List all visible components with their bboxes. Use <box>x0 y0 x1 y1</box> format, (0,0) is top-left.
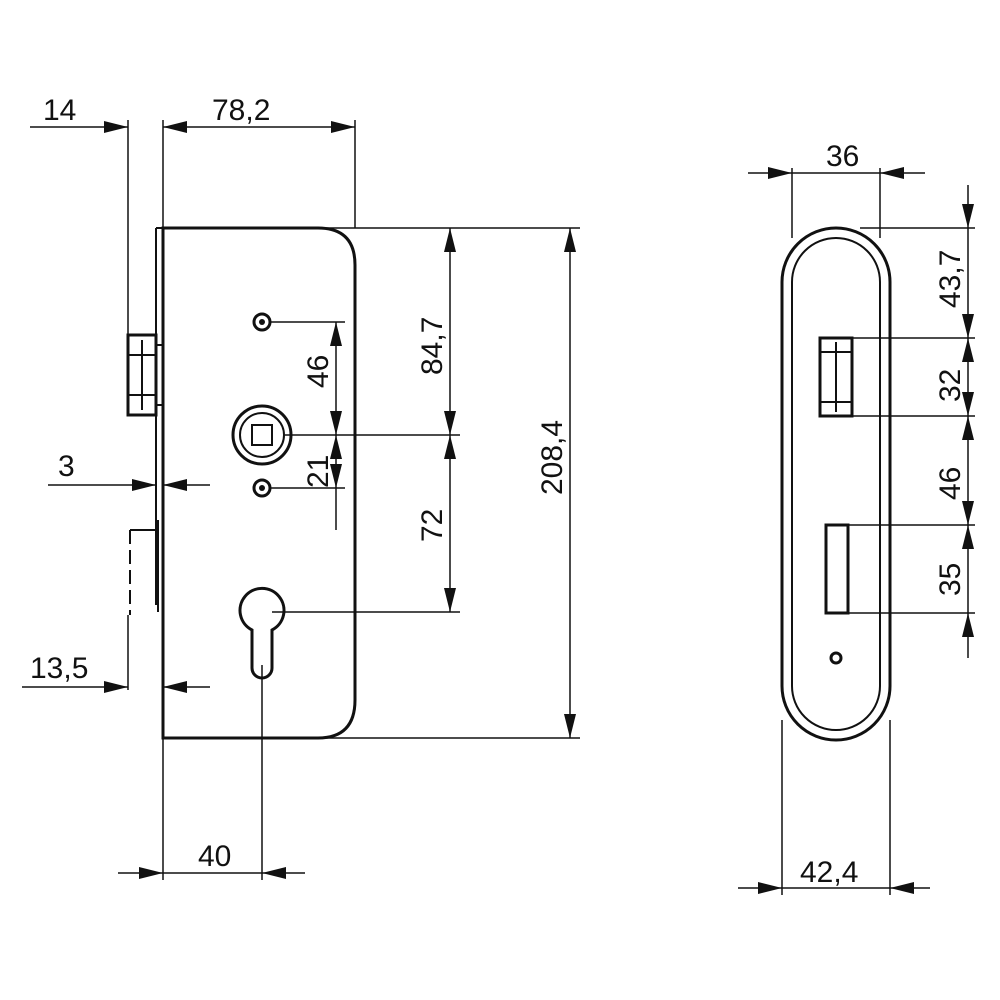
lock-case-outline <box>161 226 357 740</box>
dim-42-4: 42,4 <box>738 856 930 894</box>
latch-bolt <box>126 333 163 417</box>
dim-label-36: 36 <box>826 140 859 173</box>
faceplate-view: 36 43,7 32 46 35 <box>738 140 975 895</box>
latch-bolt-front <box>818 336 854 418</box>
dim-208-4: 208,4 <box>536 228 576 738</box>
follower-spindle-hole <box>231 404 293 466</box>
dim-35: 35 <box>934 525 974 658</box>
front-view: 14 78,2 3 13,5 <box>22 94 580 880</box>
cylinder-keyhole <box>238 586 286 680</box>
dim-43-7: 43,7 <box>934 185 974 338</box>
dim-32: 32 <box>934 338 974 416</box>
dim-46-front: 46 <box>302 322 342 435</box>
faceplate-screw <box>829 651 843 665</box>
dim-14: 14 <box>30 94 128 133</box>
dead-bolt-hidden <box>129 520 159 615</box>
dim-label-208-4: 208,4 <box>536 420 569 495</box>
faceplate-extension-lines <box>781 168 975 895</box>
dim-label-46-front: 46 <box>302 355 335 388</box>
dim-13-5: 13,5 <box>22 652 210 693</box>
dim-label-13-5: 13,5 <box>30 652 88 685</box>
dead-bolt-slot <box>824 523 850 615</box>
dim-46-faceplate: 46 <box>934 416 974 525</box>
dim-label-84-7: 84,7 <box>416 317 449 375</box>
dim-36: 36 <box>748 140 925 179</box>
dim-label-42-4: 42,4 <box>800 856 858 889</box>
front-extension-lines <box>127 120 580 880</box>
faceplate-outer <box>780 226 892 742</box>
dim-label-46-faceplate: 46 <box>934 467 967 500</box>
dim-label-3: 3 <box>58 450 75 483</box>
dim-label-43-7: 43,7 <box>934 250 967 308</box>
dim-label-32: 32 <box>934 369 967 402</box>
dim-21: 21 <box>302 435 342 530</box>
dim-label-78-2: 78,2 <box>212 94 270 127</box>
dim-label-72: 72 <box>416 509 449 542</box>
faceplate-inner <box>791 237 881 731</box>
dim-label-35: 35 <box>934 563 967 596</box>
dim-78-2: 78,2 <box>163 94 355 133</box>
dim-label-21: 21 <box>302 455 335 488</box>
dim-84-7: 84,7 <box>416 228 456 435</box>
dim-3: 3 <box>48 450 210 491</box>
dim-label-14: 14 <box>43 94 76 127</box>
dim-40: 40 <box>118 840 305 879</box>
dim-label-40: 40 <box>198 840 231 873</box>
dim-72: 72 <box>416 435 456 612</box>
